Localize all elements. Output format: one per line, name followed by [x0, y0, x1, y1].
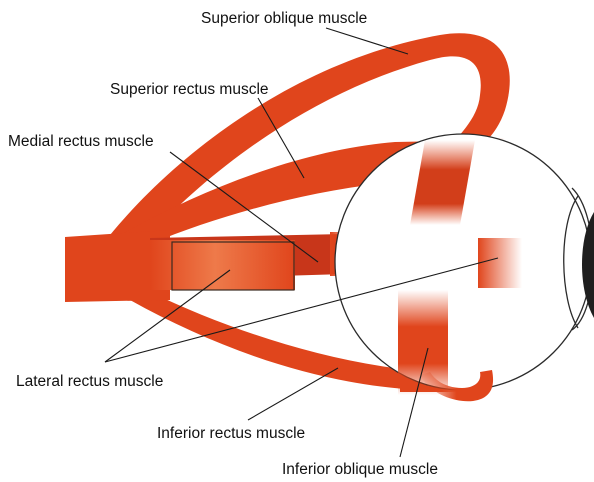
label-inferior-rectus: Inferior rectus muscle: [157, 425, 305, 442]
label-lateral-rectus: Lateral rectus muscle: [16, 373, 163, 390]
leader-inferior-rectus: [248, 368, 338, 420]
label-superior-oblique: Superior oblique muscle: [201, 10, 367, 27]
label-superior-rectus: Superior rectus muscle: [110, 81, 269, 98]
label-inferior-oblique: Inferior oblique muscle: [282, 461, 438, 478]
label-medial-rectus: Medial rectus muscle: [8, 133, 154, 150]
leader-superior-oblique: [326, 28, 408, 54]
lateral-rectus-insertion: [478, 238, 522, 288]
